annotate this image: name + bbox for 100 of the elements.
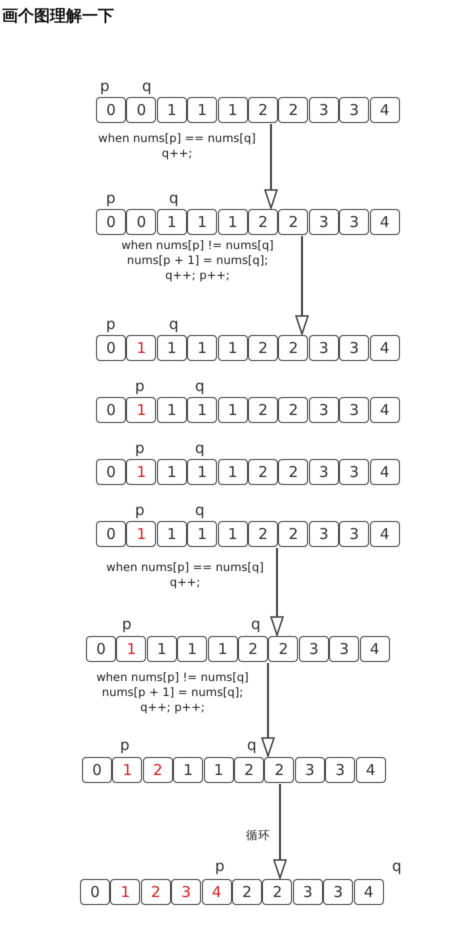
array-cell: 0	[82, 757, 112, 783]
pointer-label: p	[135, 440, 145, 456]
array-cell: 1	[208, 636, 238, 662]
array-cell: 3	[339, 521, 370, 547]
array-cell: 2	[278, 459, 308, 485]
pointer-label: p	[215, 858, 225, 874]
array-cell: 3	[339, 97, 370, 123]
array-cell: 1	[156, 459, 187, 485]
array-cell: 2	[232, 879, 262, 905]
pointer-label: p	[106, 316, 116, 332]
array-cell: 3	[308, 209, 339, 235]
array-cell: 3	[292, 879, 323, 905]
pointer-label: p	[135, 502, 145, 518]
array-cell: 3	[308, 521, 339, 547]
array-cell: 1	[218, 459, 248, 485]
code-text: when nums[p] == nums[q] q++;	[97, 131, 257, 161]
array-cell: 0	[126, 97, 156, 123]
array-cell: 2	[238, 636, 268, 662]
array-cell: 2	[268, 636, 298, 662]
array-cell: 1	[126, 397, 156, 423]
pointer-label: p	[100, 78, 110, 94]
down-arrow	[295, 236, 309, 335]
array-cell: 2	[248, 209, 278, 235]
array-cell: 2	[262, 879, 292, 905]
array-cell: 2	[234, 757, 264, 783]
pointer-label: p	[135, 378, 145, 394]
array-cell: 2	[142, 757, 173, 783]
array-cell: 3	[339, 397, 370, 423]
array-cell: 1	[218, 521, 248, 547]
array-cell: 3	[308, 397, 339, 423]
array-cell: 3	[294, 757, 325, 783]
pointer-label: q	[169, 316, 179, 332]
array-cell: 1	[112, 757, 142, 783]
pointer-label: p	[122, 616, 132, 632]
array-cell: 4	[370, 335, 400, 361]
array-cell: 1	[126, 335, 156, 361]
pointer-label: q	[169, 190, 179, 206]
array-cell: 0	[96, 459, 126, 485]
array-cell: 1	[177, 636, 208, 662]
code-text: when nums[p] != nums[q] nums[p + 1] = nums[q]; q++; p++;	[95, 670, 250, 715]
down-arrow	[273, 784, 287, 879]
array-cell: 3	[339, 459, 370, 485]
array-cell: 2	[278, 209, 308, 235]
down-arrow	[261, 663, 275, 757]
array-cell: 1	[218, 209, 248, 235]
array-cell: 1	[146, 636, 177, 662]
pointer-label: q	[195, 502, 205, 518]
array-cell: 3	[339, 209, 370, 235]
array-cell: 3	[323, 879, 354, 905]
array-cell: 1	[156, 97, 187, 123]
array-cell: 4	[370, 97, 400, 123]
array-cell: 1	[187, 335, 218, 361]
array-cell: 3	[171, 879, 202, 905]
array-cell: 1	[173, 757, 204, 783]
array-cell: 1	[110, 879, 140, 905]
array-cell: 2	[248, 397, 278, 423]
array-cell: 0	[126, 209, 156, 235]
array-cell: 1	[187, 209, 218, 235]
array-cell: 0	[96, 209, 126, 235]
array-cell: 4	[370, 397, 400, 423]
array-cell: 3	[308, 97, 339, 123]
array-cell: 2	[264, 757, 294, 783]
array-cell: 0	[96, 97, 126, 123]
pointer-label: q	[247, 737, 257, 753]
pointer-label: q	[251, 616, 261, 632]
pointer-label: q	[195, 440, 205, 456]
array-cell: 4	[360, 636, 390, 662]
array-cell: 0	[96, 335, 126, 361]
array-cell: 2	[248, 459, 278, 485]
array-cell: 1	[218, 397, 248, 423]
array-cell: 2	[248, 97, 278, 123]
array-cell: 2	[248, 335, 278, 361]
array-cell: 2	[248, 521, 278, 547]
array-cell: 3	[308, 335, 339, 361]
title: 画个图理解一下	[2, 6, 114, 27]
array-cell: 0	[96, 521, 126, 547]
array-cell: 2	[140, 879, 171, 905]
array-cell: 1	[187, 521, 218, 547]
array-cell: 1	[156, 397, 187, 423]
array-cell: 2	[278, 335, 308, 361]
code-text: when nums[p] == nums[q] q++;	[105, 560, 265, 590]
array-cell: 2	[278, 521, 308, 547]
array-cell: 3	[339, 335, 370, 361]
code-text: 循环	[245, 828, 271, 843]
pointer-label: q	[392, 858, 402, 874]
array-cell: 4	[356, 757, 386, 783]
pointer-label: p	[120, 737, 130, 753]
array-cell: 4	[202, 879, 232, 905]
array-cell: 4	[370, 209, 400, 235]
pointer-label: q	[142, 78, 152, 94]
array-cell: 2	[278, 97, 308, 123]
array-cell: 3	[325, 757, 356, 783]
array-cell: 1	[126, 521, 156, 547]
pointer-label: p	[106, 190, 116, 206]
array-cell: 1	[187, 397, 218, 423]
array-cell: 3	[298, 636, 329, 662]
array-cell: 0	[86, 636, 116, 662]
array-cell: 1	[156, 521, 187, 547]
array-cell: 1	[218, 335, 248, 361]
array-cell: 3	[308, 459, 339, 485]
